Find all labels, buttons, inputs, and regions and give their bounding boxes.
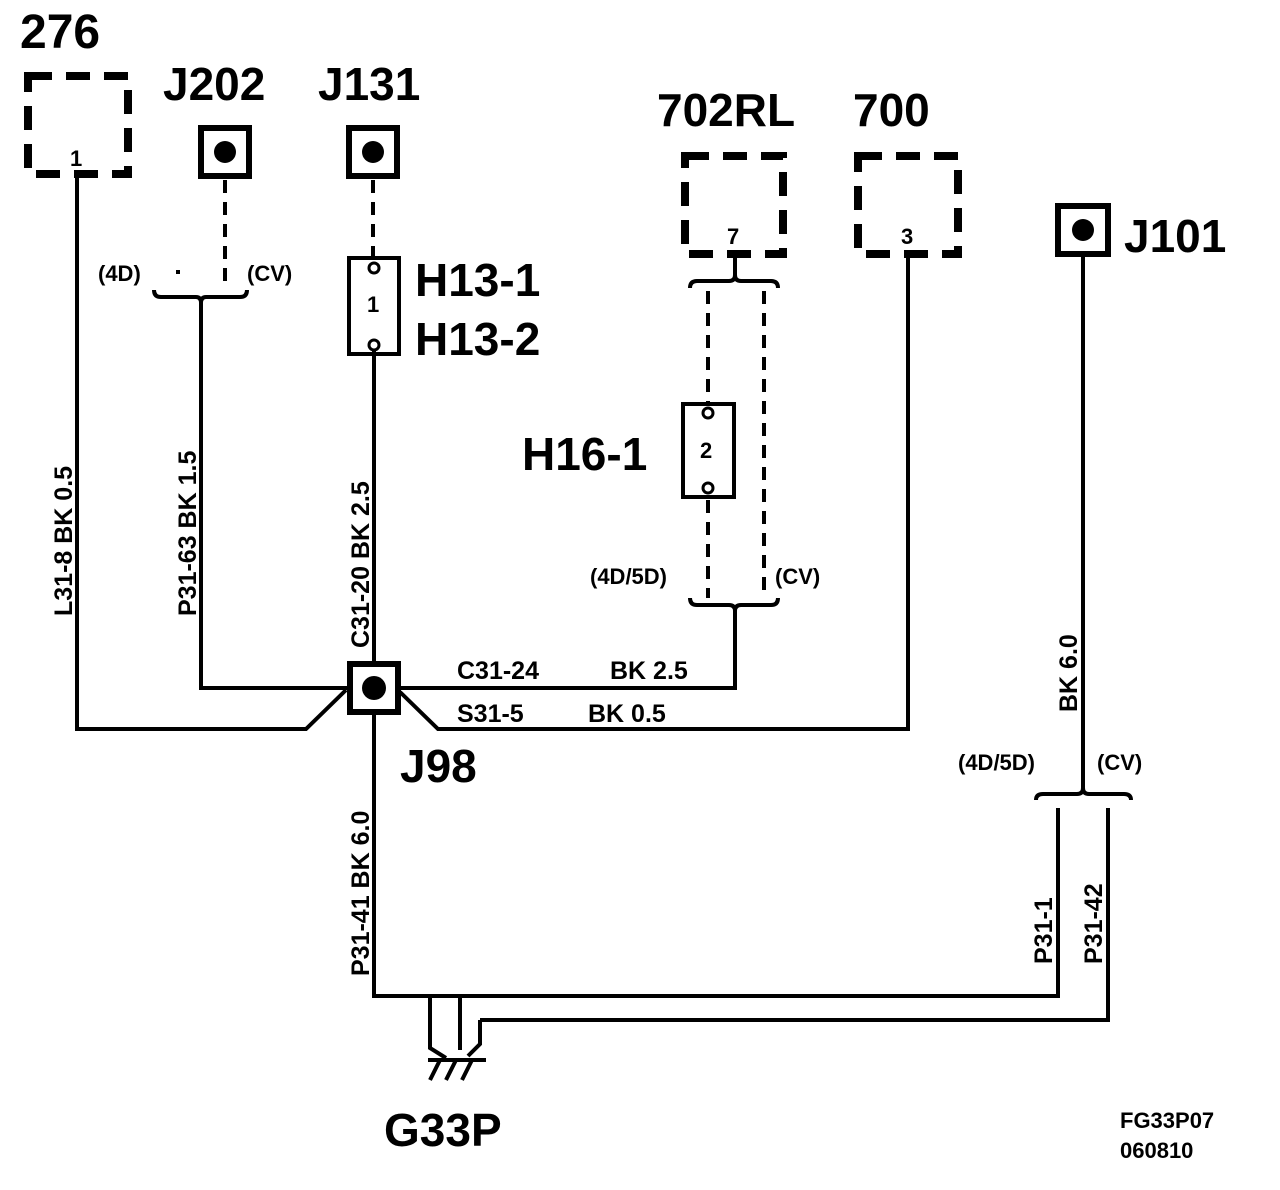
connector-j101: J101 <box>1055 203 1226 262</box>
terminal-icon <box>367 261 381 275</box>
ground-icon <box>428 1059 474 1081</box>
wire-p31-1 <box>460 808 1060 998</box>
connector-j202-label: J202 <box>163 58 265 110</box>
wire-j101-label: BK 6.0 <box>1055 634 1083 712</box>
wire-c31-20-label: C31-20 BK 2.5 <box>347 481 375 648</box>
connector-h13-pin: 1 <box>367 292 379 317</box>
connector-h16: 2 H16-1 <box>522 402 736 499</box>
variant-brace-h16 <box>688 597 780 612</box>
variant-j101-right: (CV) <box>1097 750 1142 775</box>
connector-h16-pin: 2 <box>700 438 712 463</box>
connector-702rl: 702RL 7 <box>657 84 795 258</box>
variant-h16-left: (4D/5D) <box>590 564 667 589</box>
connector-j101-label: J101 <box>1124 210 1226 262</box>
connector-702rl-pin: 7 <box>727 224 739 249</box>
connector-276-label: 276 <box>20 6 100 59</box>
wire-c31-24-id: C31-24 <box>457 657 539 685</box>
splice-j98-label: J98 <box>400 740 477 792</box>
connector-702rl-label: 702RL <box>657 84 795 136</box>
connector-276: 276 1 <box>20 6 132 178</box>
wire-c31-24-spec: BK 2.5 <box>610 657 688 685</box>
ground-g33p-label: G33P <box>384 1104 502 1156</box>
connector-700-label: 700 <box>853 84 930 136</box>
variant-brace-j202 <box>152 289 249 304</box>
wire-s31-5-spec: BK 0.5 <box>588 700 666 728</box>
connector-j131: J131 <box>318 58 420 179</box>
wire-p31-41-label: P31-41 BK 6.0 <box>347 811 375 976</box>
connector-700-pin: 3 <box>901 224 913 249</box>
connector-j202: J202 <box>163 58 265 179</box>
connector-700: 700 3 <box>853 84 962 258</box>
variant-j101-left: (4D/5D) <box>958 750 1035 775</box>
wire-p31-42 <box>480 808 1110 1022</box>
figure-code: FG33P07 <box>1120 1108 1214 1133</box>
pin-dot-icon <box>362 141 384 163</box>
wire-l31-8 <box>75 174 348 731</box>
variant-j202-left: (4D) <box>98 261 141 286</box>
pin-dot-icon <box>1072 219 1094 241</box>
terminal-icon <box>701 481 715 495</box>
splice-j98: J98 <box>347 661 477 792</box>
ground-g33p: G33P <box>384 996 502 1156</box>
wire-s31-5-id: S31-5 <box>457 700 524 728</box>
terminal-icon <box>367 338 381 352</box>
wire-p31-63-label: P31-63 BK 1.5 <box>174 451 202 616</box>
wire-p31-63 <box>199 303 350 690</box>
splice-dot-icon <box>362 676 386 700</box>
connector-h13-1-label: H13-1 <box>415 254 540 306</box>
figure-date: 060810 <box>1120 1138 1193 1163</box>
connector-276-pin: 1 <box>70 146 82 171</box>
wire-s31-5 <box>398 254 910 731</box>
variant-h16-right: (CV) <box>775 564 820 589</box>
wire-p31-1-label: P31-1 <box>1030 897 1058 964</box>
ground-lead <box>428 996 448 1060</box>
wire-l31-8-label: L31-8 BK 0.5 <box>50 466 78 616</box>
ground-lead <box>466 1020 482 1058</box>
wire-c31-24 <box>398 611 737 690</box>
connector-h16-1-label: H16-1 <box>522 428 647 480</box>
variant-brace-j101 <box>1034 787 1133 801</box>
pin-dot-icon <box>214 141 236 163</box>
variant-j202-right: (CV) <box>247 261 292 286</box>
wire-p31-42-label: P31-42 <box>1080 883 1108 964</box>
terminal-icon <box>701 406 715 420</box>
connector-j131-label: J131 <box>318 58 420 110</box>
variant-brace-702rl-top <box>688 274 780 289</box>
connector-h13: 1 H13-1 H13-2 <box>347 254 540 365</box>
connector-h13-2-label: H13-2 <box>415 313 540 365</box>
